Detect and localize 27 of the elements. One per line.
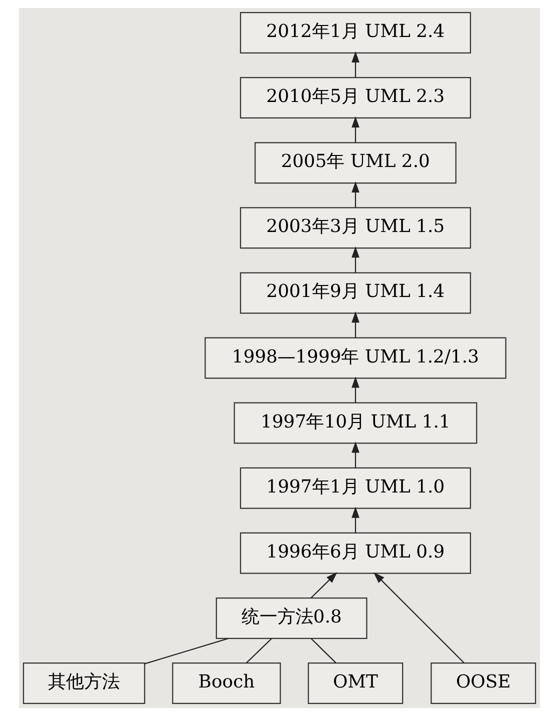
arrow: [352, 506, 360, 533]
node-box: 2012年1月 UML 2.4: [240, 12, 472, 54]
arrow: [352, 116, 360, 143]
arrow: [352, 246, 360, 273]
node-box: 2010年5月 UML 2.3: [240, 77, 472, 119]
arrow: [352, 51, 360, 78]
connector: [246, 638, 272, 664]
connector: [310, 638, 336, 664]
node-box: 2003年3月 UML 1.5: [240, 207, 472, 249]
node-box: OMT: [308, 662, 404, 704]
node-box: 1996年6月 UML 0.9: [240, 532, 472, 574]
arrow: [352, 311, 360, 338]
arrow: [352, 376, 360, 403]
node-box: 统一方法0.8: [216, 597, 368, 639]
arrow: [352, 181, 360, 208]
node-box: 其他方法: [22, 662, 146, 704]
node-box: Booch: [172, 662, 281, 704]
arrow: [373, 572, 464, 664]
node-box: 1998—1999年 UML 1.2/1.3: [204, 337, 506, 379]
connector: [144, 638, 229, 664]
arrow: [310, 572, 338, 598]
node-box: 2001年9月 UML 1.4: [240, 272, 472, 314]
node-box: 2005年 UML 2.0: [254, 142, 456, 184]
node-box: OOSE: [430, 662, 536, 704]
node-box: 1997年1月 UML 1.0: [240, 467, 472, 509]
node-box: 1997年10月 UML 1.1: [234, 402, 478, 444]
arrow: [352, 442, 360, 468]
